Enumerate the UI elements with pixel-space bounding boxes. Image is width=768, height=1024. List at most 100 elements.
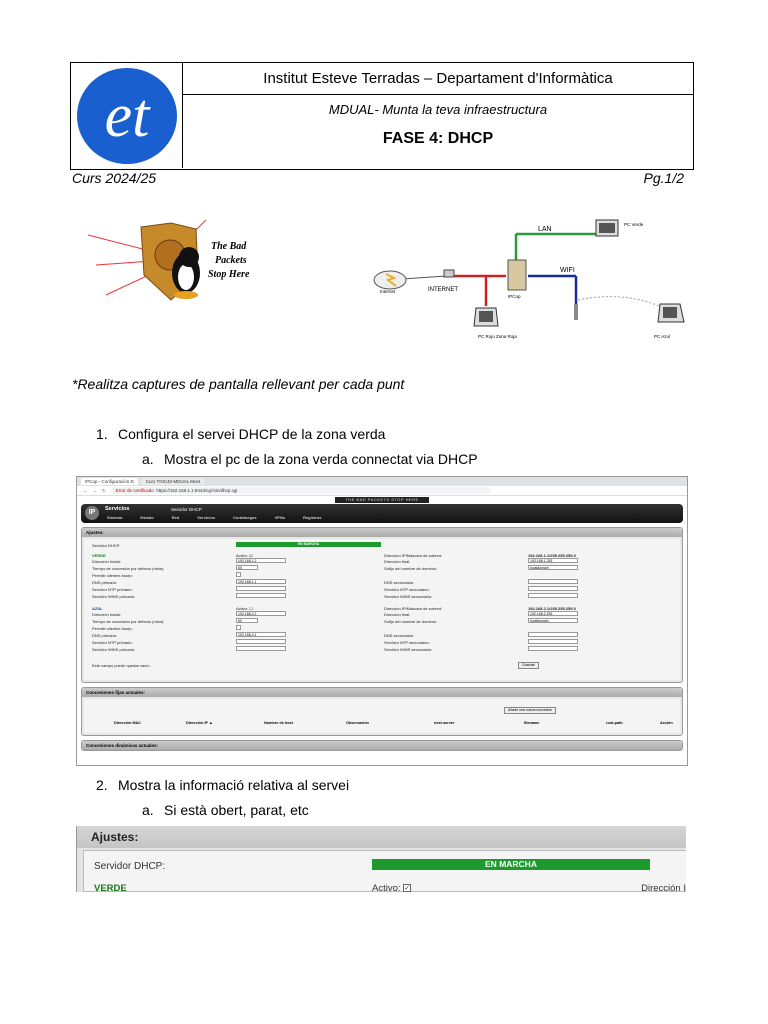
col-ip[interactable]: Dirección IP ▲ bbox=[186, 721, 213, 725]
url-text: https://192.168.1.1:8443/cgi-bin/dhcp.cg… bbox=[156, 488, 238, 493]
col-filename[interactable]: filename bbox=[524, 721, 540, 725]
menu-vpns[interactable]: VPNs bbox=[274, 515, 286, 520]
instruction-note: *Realitza captures de pantalla rellevant… bbox=[72, 376, 405, 392]
activo-checkbox[interactable]: ✓ bbox=[403, 884, 412, 892]
module-title: MDUAL- Munta la teva infraestructura bbox=[328, 101, 548, 117]
azul-ntp-label: Servidor NTP primario: bbox=[92, 640, 133, 645]
subitem-letter: a. bbox=[142, 802, 154, 818]
list-item-1: 1.Configura el servei DHCP de la zona ve… bbox=[96, 426, 385, 442]
verde-wins2-label: Servidor WINS secundario: bbox=[384, 594, 433, 599]
back-icon[interactable]: ← bbox=[83, 488, 88, 493]
menu-cortafuegos[interactable]: Cortafuegos bbox=[233, 515, 257, 520]
ipcop-label: IPCop bbox=[508, 294, 521, 299]
azul-bootp-label: Permitir clientes bootp: bbox=[92, 626, 133, 631]
fixed-leases-header: Concesiones fijas actuales: bbox=[82, 688, 682, 697]
azul-wins-input[interactable] bbox=[236, 646, 286, 651]
azul-ntp2-label: Servidor NTP secundario: bbox=[384, 640, 430, 645]
pc-verde-label: PC Verde bbox=[624, 222, 644, 227]
azul-lease-input[interactable]: 60 bbox=[236, 618, 258, 623]
pc-azul-label: PC Azul bbox=[654, 334, 670, 339]
azul-domain-input[interactable]: localdomain bbox=[528, 618, 578, 623]
cert-warning: Error de certificado bbox=[115, 488, 154, 493]
azul-dns2-input[interactable] bbox=[528, 632, 578, 637]
azul-activo: Activo: ☐ bbox=[236, 606, 253, 611]
col-host[interactable]: Nombre de host bbox=[264, 721, 293, 725]
address-bar: ← → ↻ Error de certificado https://192.1… bbox=[77, 486, 687, 496]
pc-rojo-label: PC Rojo Zona Roja bbox=[478, 334, 517, 339]
menu-sistema[interactable]: Sistema bbox=[107, 515, 123, 520]
azul-wins2-input[interactable] bbox=[528, 646, 578, 651]
activo-label: Activo: bbox=[236, 606, 249, 611]
ajustes-panel: Ajustes: Servidor DHCP: EN MARCHA VERDE … bbox=[81, 527, 683, 683]
server-label: Servidor DHCP: bbox=[94, 861, 166, 872]
verde-start-input[interactable]: 192.168.1.2 bbox=[236, 558, 286, 563]
menu-red[interactable]: Red bbox=[171, 515, 180, 520]
azul-dns-input[interactable]: 192.168.2.1 bbox=[236, 632, 286, 637]
ajustes-body: Servidor DHCP: EN MARCHA VERDE Activo: ☑… bbox=[84, 539, 680, 680]
azul-end-input[interactable]: 192.168.2.253 bbox=[528, 611, 578, 616]
wifi-label: WIFI bbox=[560, 267, 575, 274]
phase-title: FASE 4: DHCP bbox=[382, 130, 494, 147]
fixed-leases-body: Añadir una nueva concesión Dirección MAC… bbox=[84, 699, 680, 733]
verde-activo: Activo: ✓ bbox=[372, 883, 412, 892]
menu-servicios[interactable]: Servicios bbox=[197, 515, 216, 520]
verde-wins2-input[interactable] bbox=[528, 593, 578, 598]
bad-packets-logo: The Bad Packets Stop Here bbox=[87, 219, 250, 301]
verde-bootp-label: Permitir clientes bootp: bbox=[92, 573, 133, 578]
institution-title: Institut Esteve Terradas – Departament d… bbox=[183, 63, 693, 95]
verde-subnet-label: Dirección IP/Máscara de subred: bbox=[384, 553, 443, 558]
dynamic-leases-panel: Concesiones dinámicas actuales: bbox=[81, 740, 683, 751]
url-field[interactable]: Error de certificado https://192.168.1.1… bbox=[110, 487, 491, 494]
save-button[interactable]: Guardar bbox=[518, 662, 539, 669]
verde-ntp2-input[interactable] bbox=[528, 586, 578, 591]
reload-icon[interactable]: ↻ bbox=[102, 487, 106, 493]
azul-ntp-input[interactable] bbox=[236, 639, 286, 644]
verde-dns-input[interactable]: 192.168.1.1 bbox=[236, 579, 286, 584]
subitem-text: Si està obert, parat, etc bbox=[164, 802, 309, 818]
verde-ntp2-label: Servidor NTP secundario: bbox=[384, 587, 430, 592]
dynamic-leases-header: Concesiones dinámicas actuales: bbox=[82, 741, 682, 750]
verde-end-input[interactable]: 192.168.1.253 bbox=[528, 558, 578, 563]
page-number: Pg.1/2 bbox=[643, 170, 684, 186]
course-year: Curs 2024/25 bbox=[72, 170, 157, 186]
network-diagram: Internet INTERNET IPCop LAN PC Verde WIF… bbox=[373, 219, 685, 339]
lan-label: LAN bbox=[538, 226, 552, 233]
verde-domain-input[interactable]: localdomain bbox=[528, 565, 578, 570]
verde-bootp-checkbox[interactable] bbox=[236, 572, 241, 577]
azul-bootp-checkbox[interactable] bbox=[236, 625, 241, 630]
col-ip-label: Dirección IP bbox=[186, 721, 208, 725]
azul-label: AZUL bbox=[92, 606, 103, 611]
verde-lease-input[interactable]: 60 bbox=[236, 565, 258, 570]
verde-ntp-label: Servidor NTP primario: bbox=[92, 587, 133, 592]
dhcp-config-screenshot: IPCop - Configuración D Curs TINC40-MDUA… bbox=[76, 476, 688, 766]
verde-ntp-input[interactable] bbox=[236, 586, 286, 591]
menu-registros[interactable]: Registros bbox=[303, 515, 322, 520]
verde-dns2-input[interactable] bbox=[528, 579, 578, 584]
browser-tab-ipcop[interactable]: IPCop - Configuración D bbox=[81, 478, 138, 485]
verde-label: VERDE bbox=[94, 883, 127, 892]
browser-tab-curs[interactable]: Curs TINC40-MDUAL Munt bbox=[141, 478, 205, 485]
internet-label: INTERNET bbox=[428, 287, 458, 293]
azul-end-label: Dirección final: bbox=[384, 612, 411, 617]
activo-label: Activo: bbox=[372, 883, 401, 892]
col-next-server[interactable]: next-server bbox=[434, 721, 455, 725]
azul-wins2-label: Servidor WINS secundario: bbox=[384, 647, 433, 652]
internet-cloud-label: Internet bbox=[380, 289, 396, 294]
ipcop-logo: IP bbox=[85, 506, 99, 520]
forward-icon[interactable]: → bbox=[92, 488, 98, 493]
col-obs[interactable]: Observación bbox=[346, 721, 370, 725]
azul-ntp2-input[interactable] bbox=[528, 639, 578, 644]
add-lease-button[interactable]: Añadir una nueva concesión bbox=[504, 707, 557, 714]
verde-lease-label: Tiempo de concesión por defecto (mins): bbox=[92, 566, 165, 571]
verde-wins-input[interactable] bbox=[236, 593, 286, 598]
dhcp-status-screenshot: Ajustes: Servidor DHCP: EN MARCHA VERDE … bbox=[76, 826, 686, 892]
azul-subnet-value: 192.168.2.1/255.255.255.0 bbox=[528, 606, 576, 611]
col-mac[interactable]: Dirección MAC bbox=[114, 721, 142, 725]
azul-dns-label: DNS primario: bbox=[92, 633, 118, 638]
azul-domain-label: Sufijo del nombre de dominio: bbox=[384, 619, 437, 624]
col-root-path[interactable]: root-path bbox=[606, 721, 623, 725]
verde-start-label: Dirección inicial: bbox=[92, 559, 121, 564]
empty-note: Este campo puede quedar vacío. bbox=[92, 663, 151, 668]
azul-start-input[interactable]: 192.168.2.2 bbox=[236, 611, 286, 616]
menu-estado[interactable]: Estado bbox=[140, 515, 154, 520]
